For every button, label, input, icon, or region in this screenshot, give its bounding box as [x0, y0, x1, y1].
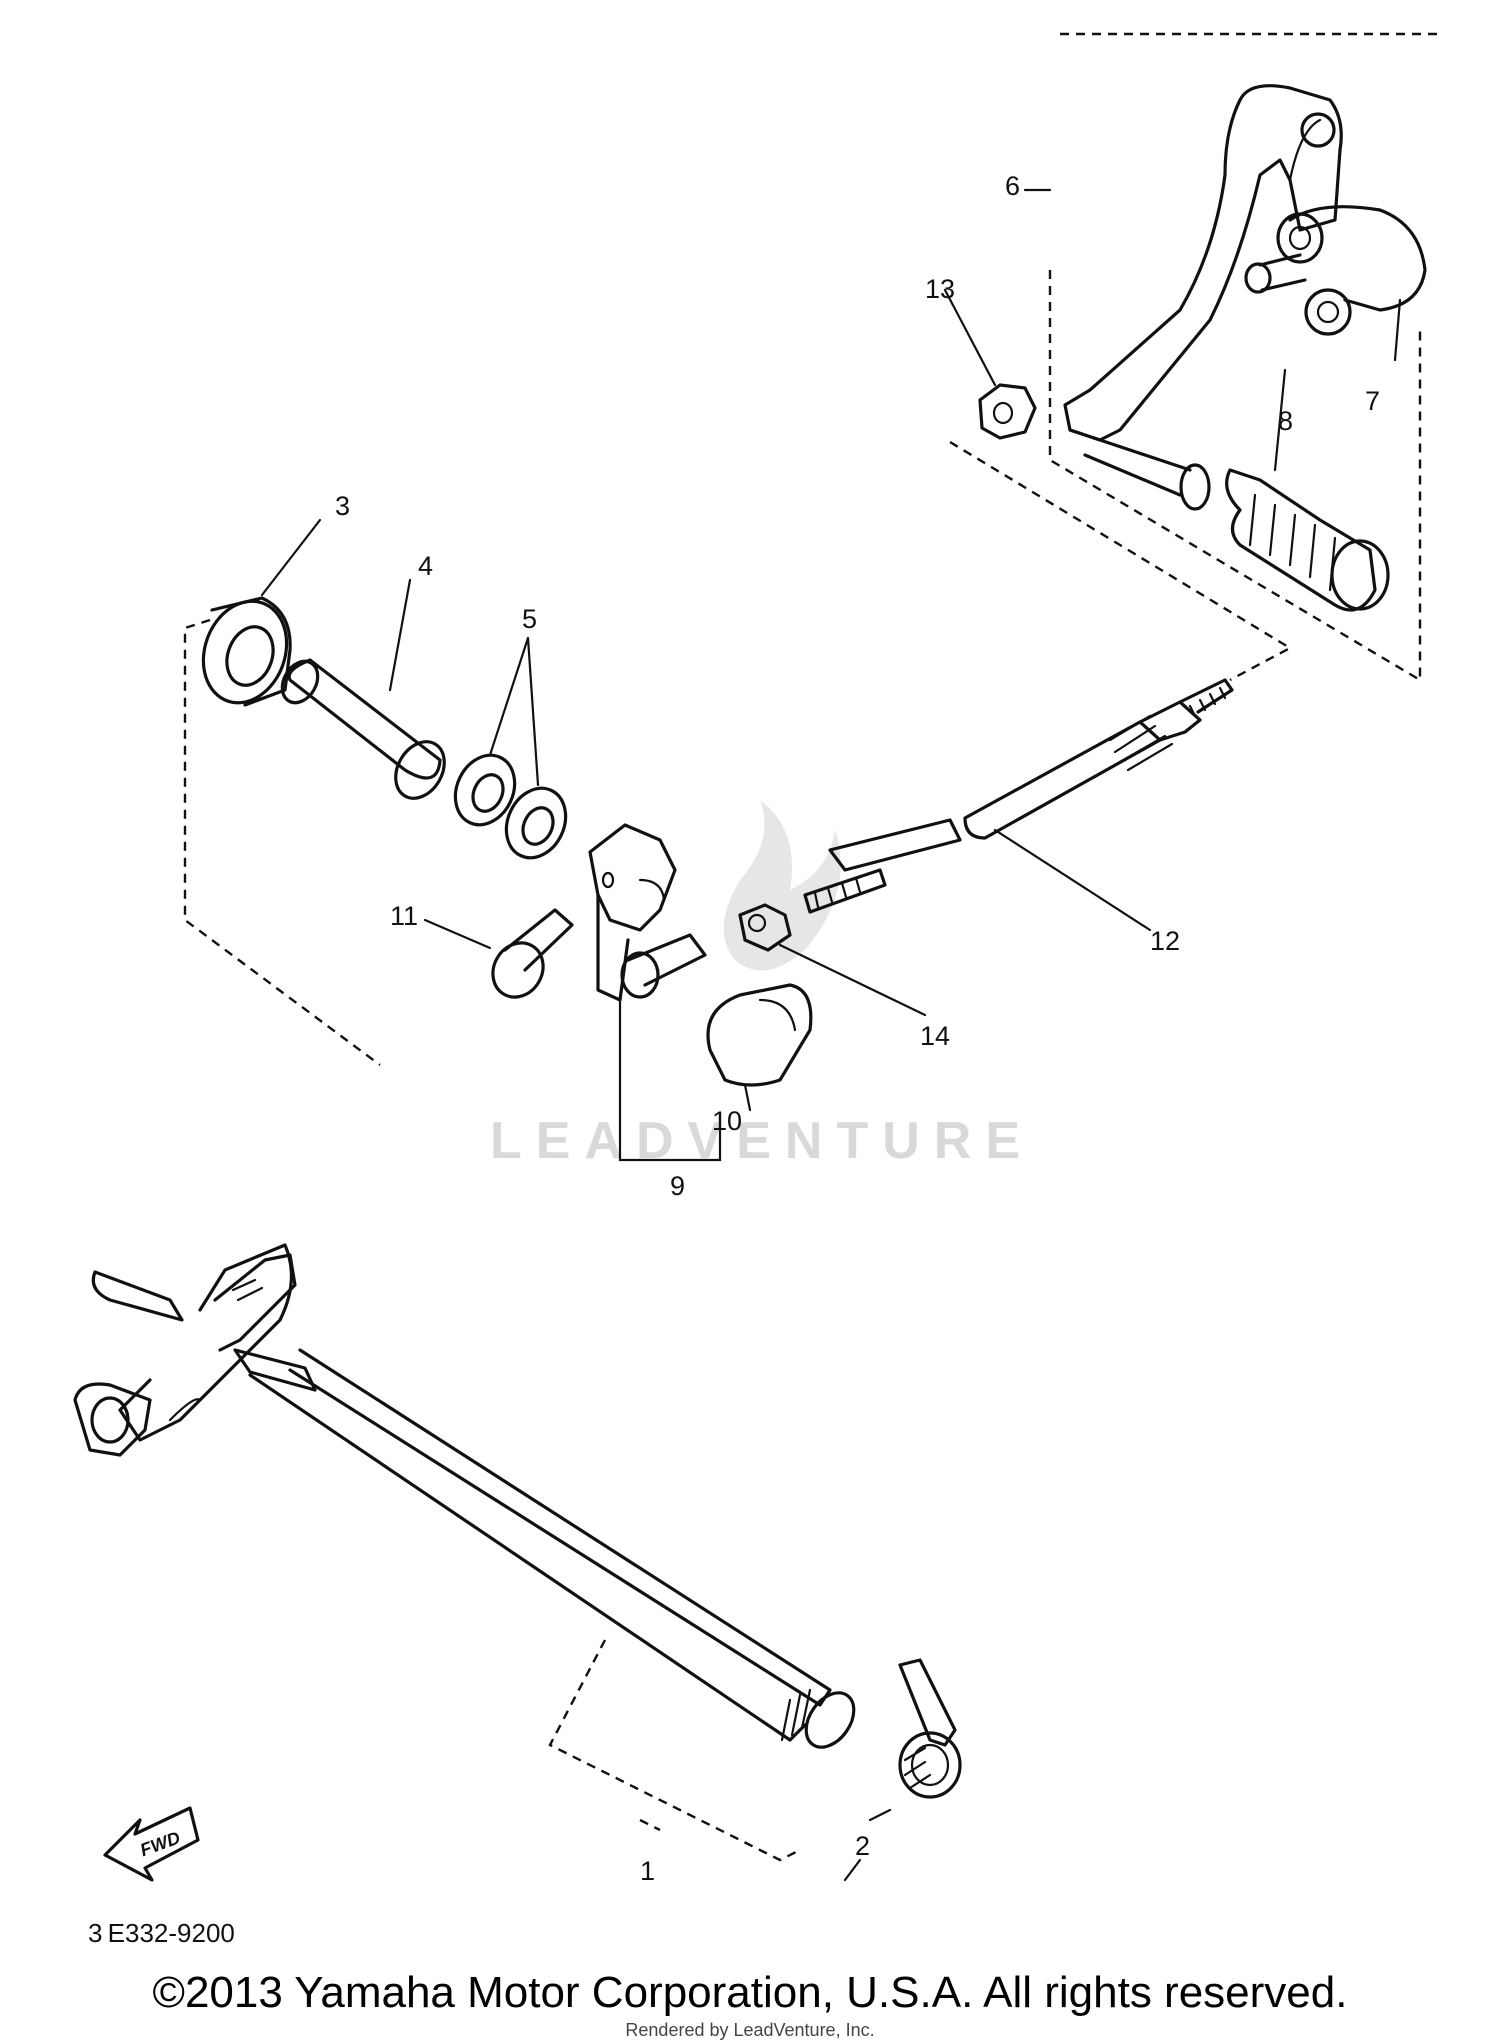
drawing-code: 3 E332-9200	[88, 1918, 235, 1948]
left-dashed-frame	[183, 618, 381, 1066]
part-7-leader	[1393, 298, 1402, 362]
fwd-arrow-icon: FWD	[103, 1806, 200, 1882]
callout-11: 11	[390, 901, 418, 931]
callout-12: 12	[1150, 926, 1180, 956]
watermark-text: LEADVENTURE	[490, 1112, 1034, 1170]
callout-6: 6	[1005, 171, 1020, 201]
callout-1: 1	[640, 1856, 655, 1886]
part-14-collar-nut	[738, 903, 927, 1017]
part-6-shift-pedal	[1063, 84, 1427, 511]
callout-13: 13	[925, 274, 955, 304]
part-2-spring	[843, 1658, 962, 1882]
callout-7: 7	[1365, 386, 1380, 416]
callout-2: 2	[855, 1831, 870, 1861]
part-10-boot	[706, 983, 813, 1112]
part-9-shift-arm	[588, 823, 722, 1162]
part-12-shift-rod	[803, 678, 1234, 932]
part-5-bearings	[453, 636, 568, 860]
part-8-footpeg-rubber	[1225, 368, 1390, 612]
rendered-by-note: Rendered by LeadVenture, Inc.	[625, 2020, 875, 2040]
callout-4: 4	[418, 551, 433, 581]
copyright-notice: ©2013 Yamaha Motor Corporation, U.S.A. A…	[152, 1968, 1348, 2017]
leadventure-watermark: LEADVENTURE	[490, 800, 1034, 1170]
part-1-shift-shaft	[73, 1243, 856, 1862]
callout-5: 5	[522, 604, 537, 634]
part-4-collar	[280, 578, 446, 800]
pedal-dashed-frame	[1048, 270, 1422, 683]
part-13-nut	[943, 288, 1037, 440]
pedal-rod-guide	[949, 440, 1293, 682]
callout-14: 14	[920, 1021, 950, 1051]
part-3-oil-seal	[201, 518, 322, 707]
callout-10: 10	[712, 1106, 742, 1136]
callout-9: 9	[670, 1171, 685, 1201]
part-11-bolt	[423, 908, 574, 999]
fwd-label: FWD	[137, 1827, 182, 1860]
callout-labels: 1 2 3 4 5 6 7 8 9 10 11 12 13 14	[335, 171, 1380, 1886]
callout-8: 8	[1278, 406, 1293, 436]
callout-3: 3	[335, 491, 350, 521]
